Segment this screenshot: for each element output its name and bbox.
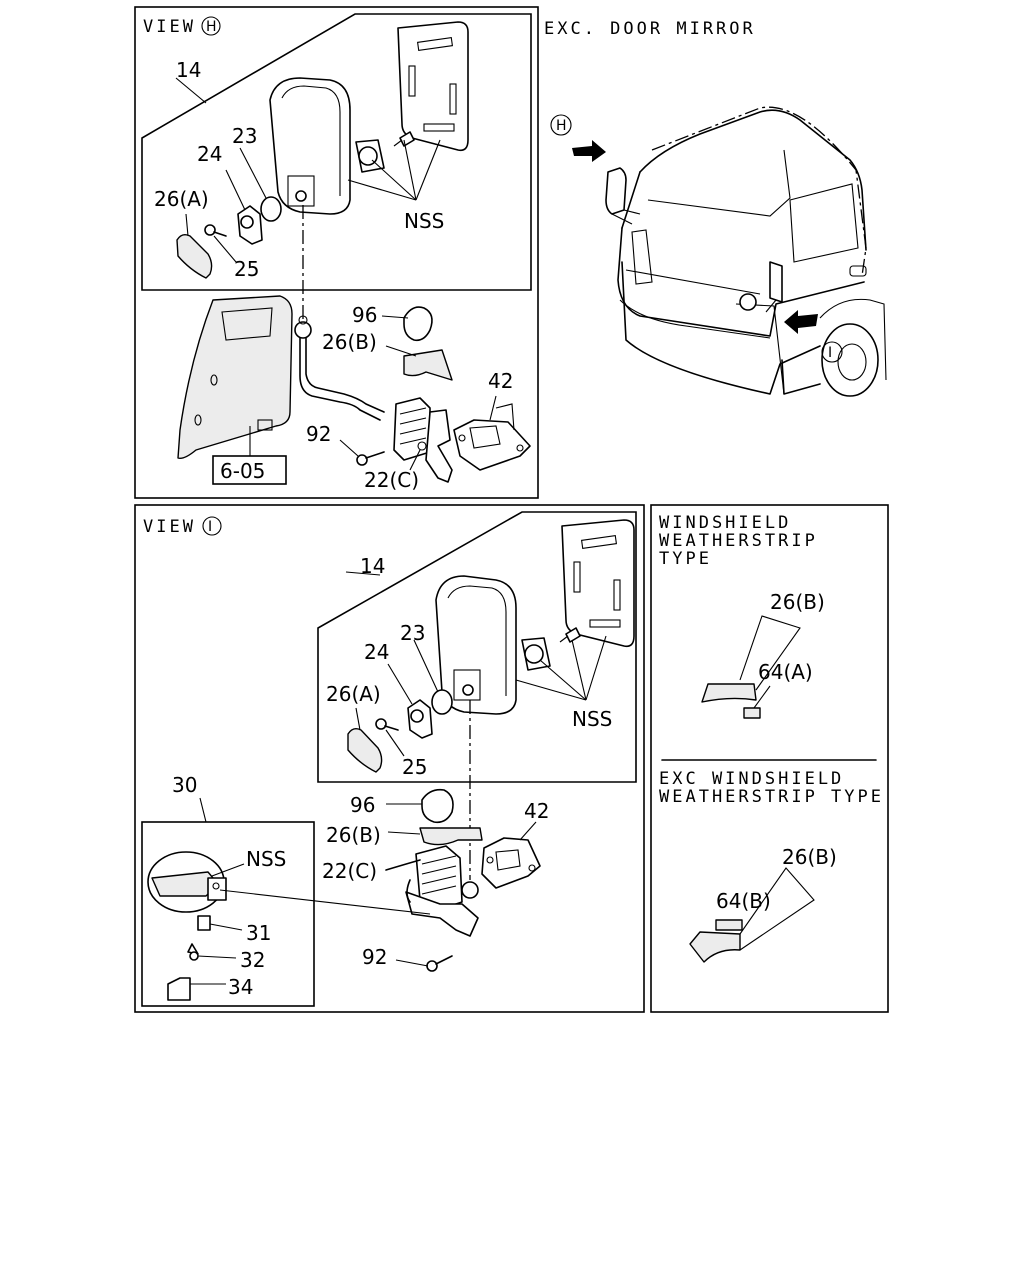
ws-title-3: TYPE xyxy=(659,549,712,569)
ws-callout-64b: 64(B) xyxy=(716,889,771,913)
exterior-title: EXC. DOOR MIRROR xyxy=(544,19,756,39)
ws-callout-64a: 64(A) xyxy=(758,660,813,684)
view-h-panel: VIEW H xyxy=(134,6,539,499)
ws-callout-26b: 26(B) xyxy=(770,590,825,614)
callout-22c: 22(C) xyxy=(364,468,419,492)
mirror-assembly-inset xyxy=(141,13,532,291)
part-42-bracket xyxy=(453,403,531,471)
callout-i-96: 96 xyxy=(350,793,375,817)
view-h-marker: H xyxy=(206,19,217,35)
callout-i-14: 14 xyxy=(360,554,385,578)
callout-i-31: 31 xyxy=(246,921,271,945)
arrow-view-i xyxy=(784,310,818,334)
fender-panel-ref xyxy=(177,295,293,460)
mirror-glass xyxy=(397,21,469,152)
ws-title-2: WEATHERSTRIP xyxy=(659,531,818,551)
callout-i-22c: 22(C) xyxy=(322,859,377,883)
part-26b-alt xyxy=(689,931,741,963)
arrow-view-h xyxy=(572,140,606,162)
windshield-panel: WINDSHIELD WEATHERSTRIP TYPE 26(B) 64(A)… xyxy=(650,504,889,1013)
part-64b xyxy=(715,919,743,931)
part-25-screw xyxy=(204,224,216,236)
callout-i-26a: 26(A) xyxy=(326,682,381,706)
callout-92: 92 xyxy=(306,422,331,446)
mirror-assembly-inset-i xyxy=(317,511,637,783)
part-26a-cover xyxy=(176,233,213,279)
ws-title-1: WINDSHIELD xyxy=(659,513,791,533)
part-23-grommet xyxy=(260,196,282,222)
callout-i-23: 23 xyxy=(400,621,425,645)
callout-24: 24 xyxy=(197,142,222,166)
part-26b-ws xyxy=(701,683,757,703)
callout-i-34: 34 xyxy=(228,975,253,999)
ws-callout-26b-alt: 26(B) xyxy=(782,845,837,869)
mirror-stay-hinge xyxy=(393,397,453,483)
view-i-marker: I xyxy=(208,519,212,535)
wheel xyxy=(821,323,879,397)
part-96-cap xyxy=(403,306,433,342)
callout-i-32: 32 xyxy=(240,948,265,972)
callout-nss: NSS xyxy=(404,209,444,233)
callout-i-26b: 26(B) xyxy=(326,823,381,847)
callout-96: 96 xyxy=(352,303,377,327)
part-92-bolt xyxy=(356,451,385,466)
callout-i-25: 25 xyxy=(402,755,427,779)
callout-23: 23 xyxy=(232,124,257,148)
marker-h: H xyxy=(556,118,567,134)
callout-i-30: 30 xyxy=(172,773,197,797)
truck-exterior: EXC. DOOR MIRROR H I xyxy=(544,19,887,397)
callout-i-24: 24 xyxy=(364,640,389,664)
mirror-motor xyxy=(355,131,415,173)
ws-alt-title-1: EXC WINDSHIELD xyxy=(659,769,844,789)
view-i-panel: VIEW I xyxy=(134,504,645,1013)
callout-i-92: 92 xyxy=(362,945,387,969)
callout-42: 42 xyxy=(488,369,513,393)
view-h-title: VIEW xyxy=(143,17,196,37)
part-64a xyxy=(743,707,761,719)
callout-14: 14 xyxy=(176,58,201,82)
part-30-inset xyxy=(141,821,315,1007)
callout-i-nss2: NSS xyxy=(246,847,286,871)
callout-i-42: 42 xyxy=(524,799,549,823)
callout-i-nss: NSS xyxy=(572,707,612,731)
ws-alt-title-2: WEATHERSTRIP TYPE xyxy=(659,787,884,807)
callout-26b: 26(B) xyxy=(322,330,377,354)
stay-ball xyxy=(294,321,312,339)
callout-26a: 26(A) xyxy=(154,187,209,211)
marker-i: I xyxy=(828,345,832,361)
callout-25: 25 xyxy=(234,257,259,281)
part-26b-cover xyxy=(403,349,453,381)
ref-6-05: 6-05 xyxy=(220,459,265,483)
mirror-housing xyxy=(269,77,351,215)
view-h-marker-circle xyxy=(201,16,221,36)
view-i-title: VIEW xyxy=(143,517,196,537)
